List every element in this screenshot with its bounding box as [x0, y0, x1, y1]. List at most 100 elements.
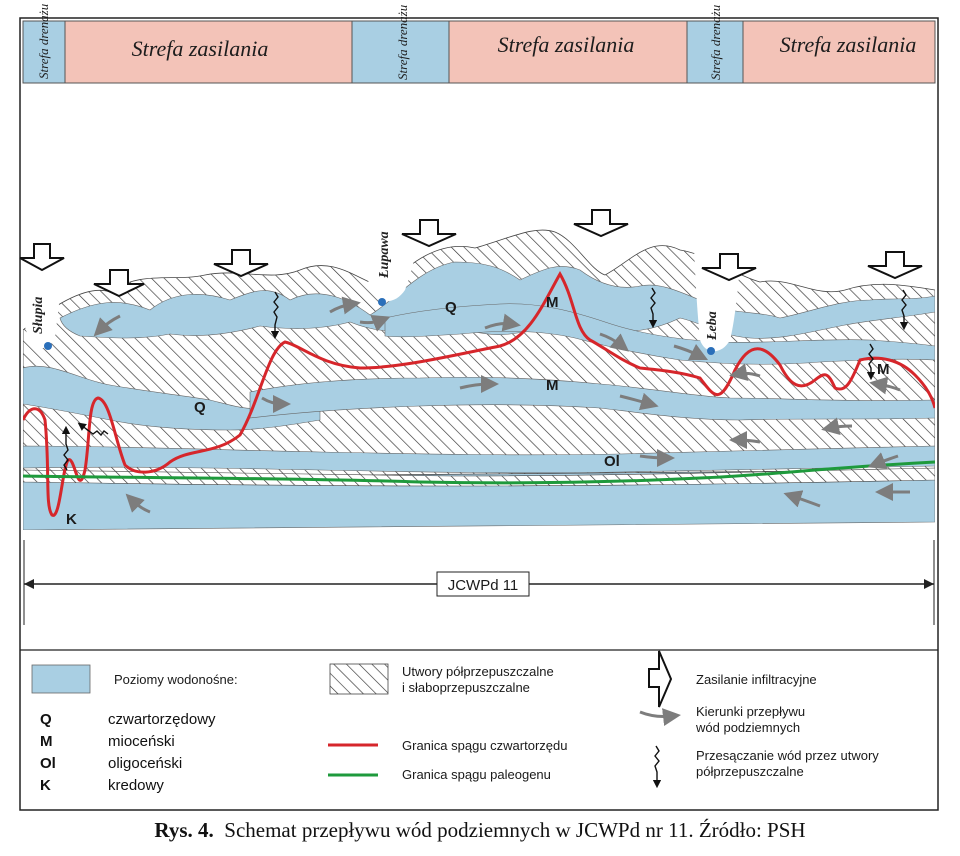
- flow-arrow-icon: [359, 314, 391, 332]
- flow-arrow-icon: [329, 296, 361, 315]
- legend-flow-line1: Kierunki przepływu: [696, 704, 805, 719]
- river-label-slupia: Słupia: [31, 297, 46, 334]
- legend-aquifers-title: Poziomy wodonośne:: [114, 672, 238, 687]
- valley-lupawa: [355, 85, 440, 302]
- zone-recharge-1: [64, 20, 353, 84]
- caption-lead: Rys. 4.: [154, 818, 214, 842]
- layer-label-q: Q: [445, 299, 457, 316]
- spring-icon: [707, 347, 715, 355]
- flow-arrow-icon: [599, 332, 630, 352]
- scale-label: JCWPd 11: [448, 577, 519, 594]
- legend-quaternary-base: Granica spągu czwartorzędu: [402, 738, 567, 753]
- layer-label-m: M: [877, 361, 890, 378]
- zone-recharge-3: [742, 20, 936, 84]
- zone-label-drainage-3: Strefa drenażu: [708, 4, 723, 80]
- infiltration-arrow-icon: [19, 243, 65, 272]
- zone-label-recharge-1: Strefa zasilania: [132, 36, 269, 61]
- aquitard-lens: [23, 467, 935, 487]
- paleogene-base-line: [23, 460, 935, 485]
- legend-desc: kredowy: [108, 777, 164, 794]
- legend-infiltration: Zasilanie infiltracyjne: [696, 672, 817, 687]
- zone-drainage-3: [686, 20, 744, 84]
- layer-label-q: Q: [194, 399, 206, 416]
- legend-desc: oligoceński: [108, 755, 182, 772]
- seepage-arrow-icon: [652, 745, 662, 789]
- infiltration-arrow-icon: [573, 209, 629, 238]
- legend-paleogene-base: Granica spągu paleogenu: [402, 767, 551, 782]
- flow-arrow-icon: [459, 375, 499, 394]
- legend-flow-line2: wód podziemnych: [695, 720, 800, 735]
- zone-drainage-1: [22, 20, 66, 84]
- zone-bar: Strefa drenażu Strefa zasilania Strefa d…: [22, 3, 936, 84]
- infiltration-arrow-icon: [701, 253, 757, 282]
- quaternary-base-line: [23, 270, 935, 517]
- legend: Poziomy wodonośne: Q czwartorzędowy M mi…: [31, 650, 879, 794]
- zone-recharge-2: [448, 20, 688, 84]
- legend-desc: mioceński: [108, 733, 175, 750]
- legend-seepage-line1: Przesączanie wód przez utwory: [696, 748, 879, 763]
- legend-seepage-line2: półprzepuszczalne: [696, 764, 804, 779]
- flow-arrow-icon: [869, 376, 901, 395]
- infiltration-arrow-icon: [93, 269, 145, 298]
- spring-icon: [44, 342, 52, 350]
- flow-arrow-icon: [673, 343, 709, 361]
- layer-label-m: M: [546, 377, 559, 394]
- legend-hatch-swatch: [329, 663, 389, 695]
- valley-leba: [690, 85, 750, 352]
- legend-aquifer-swatch: [31, 664, 91, 694]
- legend-code: Q: [40, 711, 52, 728]
- flow-arrow-icon: [93, 314, 121, 337]
- flow-arrow-icon: [729, 431, 761, 450]
- seepage-arrow-icon: [866, 343, 876, 381]
- legend-code: Ol: [40, 755, 56, 772]
- aquifer-m-upper: [384, 303, 935, 365]
- flow-arrow-icon: [867, 452, 899, 470]
- legend-code: K: [40, 777, 51, 794]
- flow-arrow-icon: [639, 708, 681, 726]
- flow-arrow-icon: [729, 363, 761, 382]
- infiltration-arrow-icon: [867, 251, 923, 280]
- scale-bar: JCWPd 11: [23, 540, 935, 625]
- seepage-arrow-icon: [61, 425, 71, 471]
- legend-semi-permeable-line1: Utwory półprzepuszczalne: [402, 664, 554, 679]
- legend-desc: czwartorzędowy: [108, 711, 216, 728]
- flow-arrow-icon: [783, 490, 821, 508]
- seepage-arrow-icon: [648, 287, 658, 329]
- layer-label-k: K: [66, 511, 77, 528]
- infiltration-arrow-icon: [648, 650, 673, 708]
- aquifer-ol: [23, 445, 935, 474]
- layer-label-m: M: [546, 294, 559, 311]
- seepage-arrow-icon: [270, 291, 280, 340]
- seepage-arrows: [61, 287, 909, 471]
- legend-semi-permeable-line2: i słaboprzepuszczalne: [402, 680, 530, 695]
- infiltration-arrow-icon: [213, 249, 269, 278]
- flow-arrow-icon: [261, 394, 291, 413]
- legend-code: M: [40, 733, 53, 750]
- flow-arrow-icon: [619, 392, 659, 411]
- zone-label-drainage-2: Strefa drenażu: [395, 4, 410, 80]
- river-label-leba: Łeba: [705, 311, 720, 341]
- flow-arrow-icon: [125, 493, 151, 514]
- flow-arrow-icon: [484, 313, 521, 332]
- aquifer-m-middle: [249, 376, 935, 421]
- flow-arrow-icon: [821, 417, 853, 436]
- river-label-lupawa: Łupawa: [377, 231, 392, 279]
- infiltration-arrow-icon: [401, 219, 457, 248]
- infiltration-arrows: [19, 209, 923, 298]
- cross-section: Q Q M M M Ol K: [23, 85, 935, 530]
- zone-label-recharge-2: Strefa zasilania: [498, 32, 635, 57]
- figure-caption: Rys. 4. Schemat przepływu wód podziemnyc…: [0, 818, 960, 843]
- zone-label-drainage-1: Strefa drenażu: [36, 3, 51, 79]
- spring-icon: [378, 298, 386, 306]
- caption-text: Schemat przepływu wód podziemnych w JCWP…: [224, 818, 806, 842]
- flow-arrow-icon: [639, 448, 675, 467]
- flow-arrows: [93, 296, 911, 514]
- valley-slupia: [23, 85, 85, 349]
- zone-label-recharge-3: Strefa zasilania: [780, 32, 917, 57]
- seepage-arrow-icon: [899, 289, 909, 331]
- seepage-arrow-icon: [77, 422, 109, 437]
- layer-label-ol: Ol: [604, 453, 620, 470]
- figure-frame: [19, 17, 939, 811]
